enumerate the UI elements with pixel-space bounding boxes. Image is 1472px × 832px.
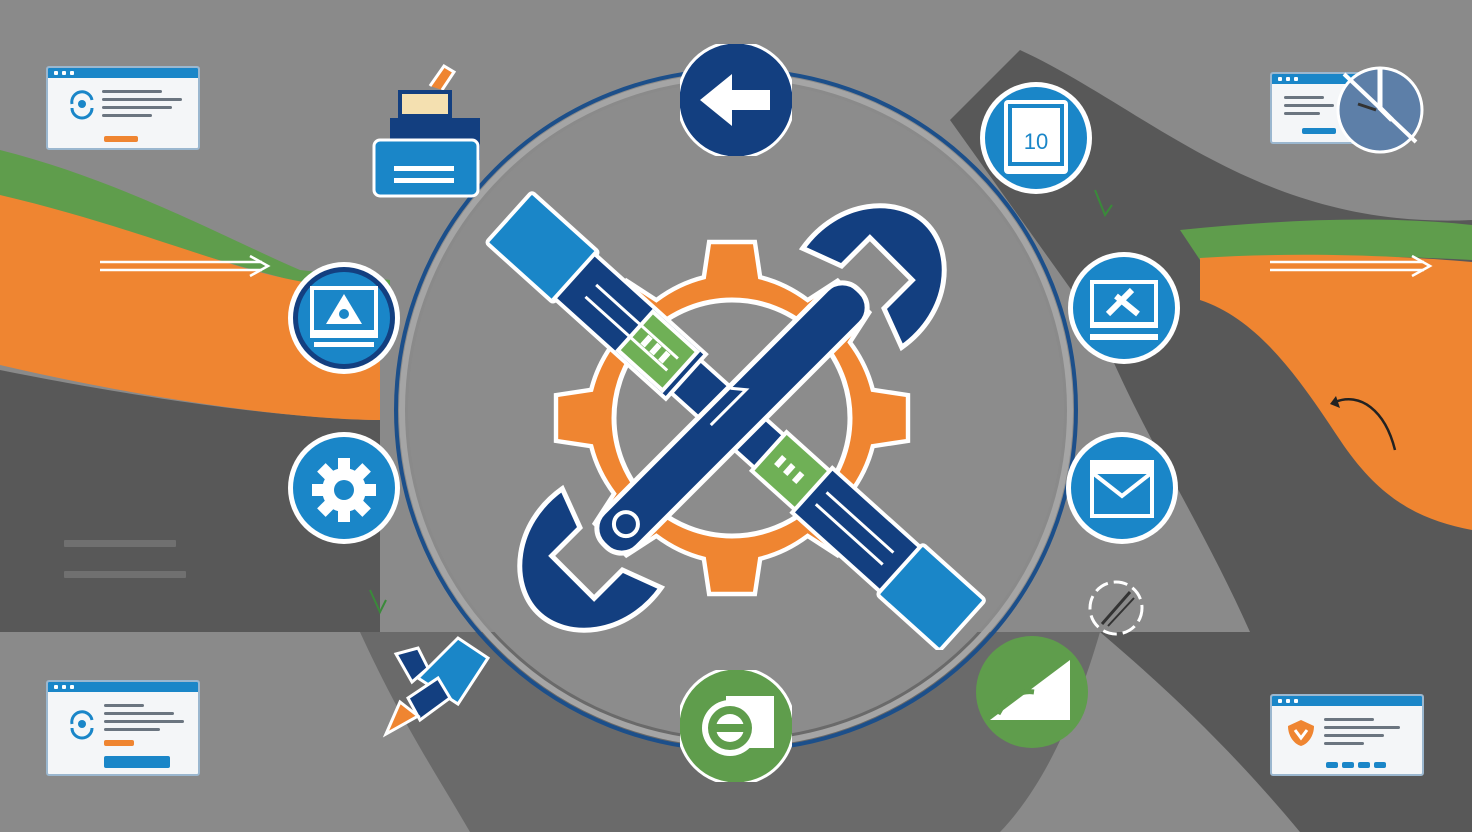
window-top-left [46, 66, 200, 150]
chart-icon [990, 660, 1070, 720]
screwdriver-icon [485, 191, 986, 650]
wrench-icon [517, 203, 947, 633]
chart-node[interactable] [976, 636, 1088, 748]
monitor-tools-icon [1090, 280, 1158, 340]
warning-monitor-node[interactable] [288, 262, 400, 374]
refresh-icon [70, 90, 94, 120]
calendar-node[interactable]: 10 [980, 82, 1092, 194]
decorative-line [64, 571, 186, 578]
calendar-icon: 10 [1004, 100, 1068, 174]
refresh-icon [70, 710, 94, 740]
settings-node[interactable] [288, 432, 400, 544]
mail-node[interactable] [1066, 432, 1178, 544]
window-bottom-right [1270, 694, 1424, 776]
window-button [104, 756, 170, 768]
robot-arm-icon [382, 636, 491, 738]
arrow-left-icon [700, 74, 770, 126]
window-button [1326, 762, 1338, 768]
window-bottom-left [46, 680, 200, 776]
window-button [1374, 762, 1386, 768]
window-button [104, 136, 138, 142]
calendar-number: 10 [1024, 129, 1048, 154]
gear-icon [312, 458, 376, 522]
headset-icon [702, 696, 774, 756]
clock-icon [1336, 66, 1424, 154]
warning-monitor-icon [310, 286, 378, 347]
decorative-line [64, 540, 176, 547]
monitor-tools-node[interactable] [1068, 252, 1180, 364]
shield-icon [1288, 720, 1314, 746]
center-tools-art [485, 191, 986, 650]
back-arrow-node[interactable] [680, 44, 792, 156]
mail-icon [1090, 460, 1154, 518]
window-button [1302, 128, 1336, 134]
toolbox-icon [372, 63, 480, 198]
compass-icon [1088, 580, 1144, 636]
window-button [104, 740, 134, 746]
window-button [1358, 762, 1370, 768]
support-node[interactable] [680, 670, 792, 782]
window-button [1342, 762, 1354, 768]
